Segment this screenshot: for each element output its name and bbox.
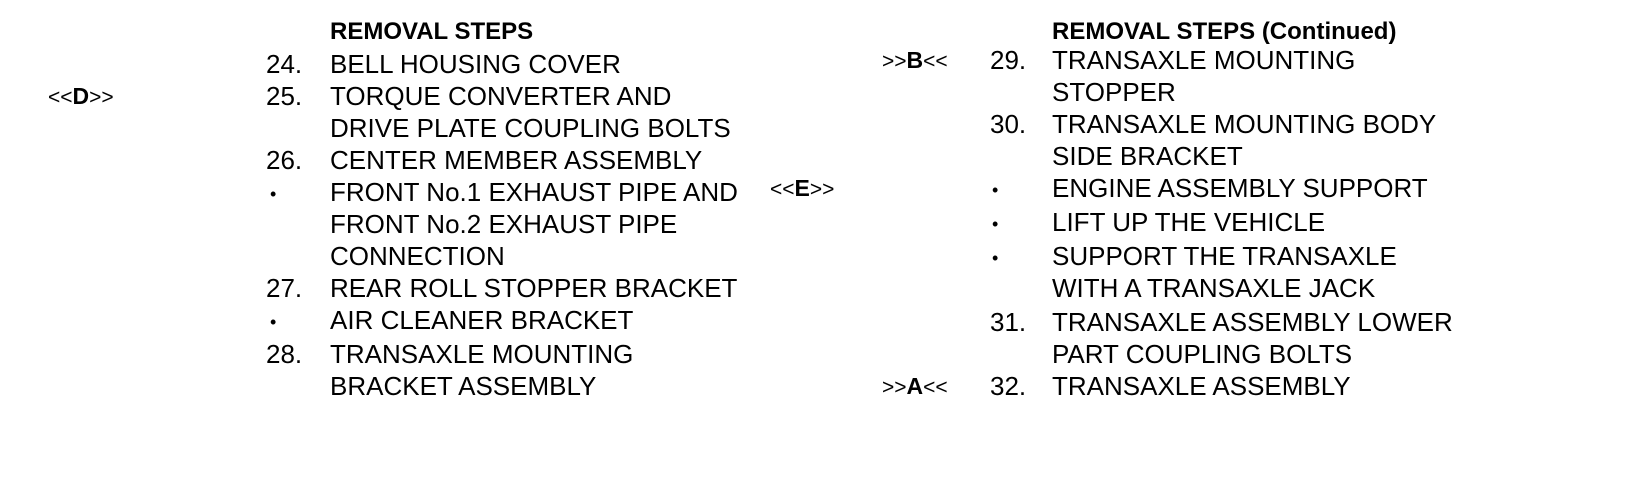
step-text: SUPPORT THE TRANSAXLE WITH A TRANSAXLE J… [1052, 241, 1397, 303]
step-number: 32. [990, 371, 1027, 401]
step-number: 31. [990, 307, 1027, 337]
step-text: TRANSAXLE MOUNTING BRACKET ASSEMBLY [330, 339, 634, 401]
step-text: REAR ROLL STOPPER BRACKET [330, 273, 738, 303]
step-text: TORQUE CONVERTER AND DRIVE PLATE COUPLIN… [330, 81, 731, 143]
step-text: ENGINE ASSEMBLY SUPPORT [1052, 173, 1428, 203]
bullet-marker: • [992, 180, 999, 200]
step-number: 28. [266, 339, 303, 369]
bullet-marker: • [992, 248, 999, 268]
step-text: BELL HOUSING COVER [330, 49, 621, 79]
step-text: TRANSAXLE MOUNTING BODY SIDE BRACKET [1052, 109, 1437, 171]
note-reference: >>A<< [882, 373, 948, 399]
note-reference: <<D>> [48, 83, 114, 109]
bullet-marker: • [270, 184, 277, 204]
step-text: FRONT No.1 EXHAUST PIPE AND FRONT No.2 E… [330, 177, 738, 271]
section-heading: REMOVAL STEPS [330, 18, 534, 45]
step-text: TRANSAXLE ASSEMBLY [1052, 371, 1351, 401]
step-number: 30. [990, 109, 1027, 139]
step-text: CENTER MEMBER ASSEMBLY [330, 145, 703, 175]
step-number: 27. [266, 273, 303, 303]
step-text: TRANSAXLE MOUNTING STOPPER [1052, 45, 1356, 107]
step-number: 26. [266, 145, 303, 175]
note-reference: >>B<< [882, 47, 948, 73]
step-number: 29. [990, 45, 1027, 75]
step-number: 24. [266, 49, 303, 79]
bullet-marker: • [270, 312, 277, 332]
bullet-marker: • [992, 214, 999, 234]
note-reference: <<E>> [770, 175, 835, 201]
step-text: LIFT UP THE VEHICLE [1052, 207, 1326, 237]
step-text: TRANSAXLE ASSEMBLY LOWER PART COUPLING B… [1052, 307, 1453, 369]
section-heading: REMOVAL STEPS (Continued) [1052, 18, 1397, 45]
step-text: AIR CLEANER BRACKET [330, 305, 634, 335]
step-number: 25. [266, 81, 303, 111]
